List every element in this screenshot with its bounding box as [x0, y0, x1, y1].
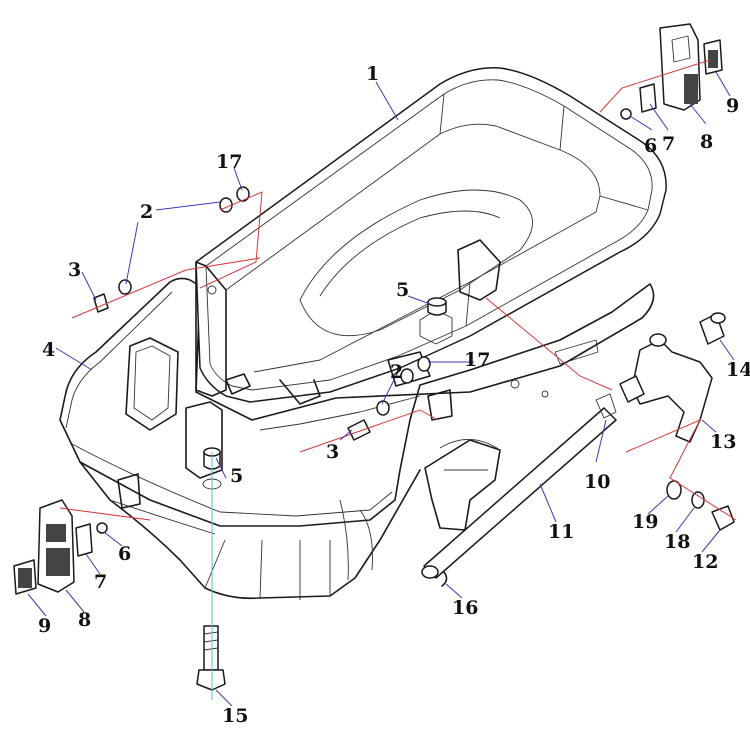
label-part-2-upper: 2 — [140, 201, 153, 223]
label-part-15: 15 — [222, 705, 248, 727]
label-part-7-upper: 7 — [662, 133, 675, 155]
label-part-3-middle: 3 — [326, 441, 339, 463]
plate-part-7-lower — [75, 523, 93, 557]
label-part-16: 16 — [452, 597, 478, 619]
latch-part-8-lower — [37, 499, 75, 593]
label-part-9-lower: 9 — [38, 615, 51, 637]
lever-part-13 — [631, 339, 713, 443]
washer-part-2 — [219, 197, 233, 213]
label-part-12: 12 — [692, 551, 718, 573]
washer-part-18 — [691, 491, 705, 509]
label-part-9-upper: 9 — [726, 95, 739, 117]
clip-part-10 — [595, 393, 617, 419]
label-part-5-lower: 5 — [230, 465, 243, 487]
plate-part-7-upper — [639, 83, 657, 113]
label-part-8-upper: 8 — [700, 131, 713, 153]
screw-part-12 — [711, 505, 735, 531]
nut-part-6-upper — [620, 108, 632, 120]
label-part-6-upper: 6 — [644, 135, 657, 157]
nut-part-6-lower — [96, 522, 108, 534]
label-part-2-middle: 2 — [390, 361, 403, 383]
label-part-10: 10 — [584, 471, 610, 493]
label-part-4: 4 — [42, 339, 55, 361]
label-part-1: 1 — [366, 63, 379, 85]
label-part-5-upper: 5 — [396, 279, 409, 301]
nut-part-17 — [236, 186, 250, 202]
latch-assembly-lower-left — [13, 499, 108, 595]
label-part-6-lower: 6 — [118, 543, 131, 565]
label-part-3-left: 3 — [68, 259, 81, 281]
leader-lines — [27, 71, 735, 707]
pin-part-16 — [441, 571, 448, 587]
fastener-set-middle — [347, 356, 431, 441]
stud-part-5-upper — [427, 297, 447, 316]
label-part-17-middle: 17 — [464, 349, 490, 371]
rod-part-11 — [423, 407, 617, 579]
upper-cowling-part-1 — [195, 67, 667, 431]
label-part-18: 18 — [664, 531, 690, 553]
label-part-14: 14 — [726, 359, 750, 381]
assembly-axis-lines — [59, 59, 737, 700]
part-number-labels: 1 2 2 3 3 4 5 5 6 6 7 7 8 8 9 9 10 11 12… — [38, 63, 750, 727]
label-part-17-upper: 17 — [216, 151, 242, 173]
bolt-part-15 — [196, 625, 226, 691]
screw-part-3 — [93, 293, 109, 313]
label-part-13: 13 — [710, 431, 736, 453]
rod-end — [421, 565, 439, 579]
label-part-8-lower: 8 — [78, 609, 91, 631]
latch-assembly-upper-right — [620, 23, 723, 120]
label-part-7-lower: 7 — [94, 571, 107, 593]
label-part-19: 19 — [632, 511, 658, 533]
lever-assembly-right — [421, 312, 735, 587]
washer-part-2-left — [118, 279, 132, 295]
label-part-11: 11 — [548, 521, 574, 543]
